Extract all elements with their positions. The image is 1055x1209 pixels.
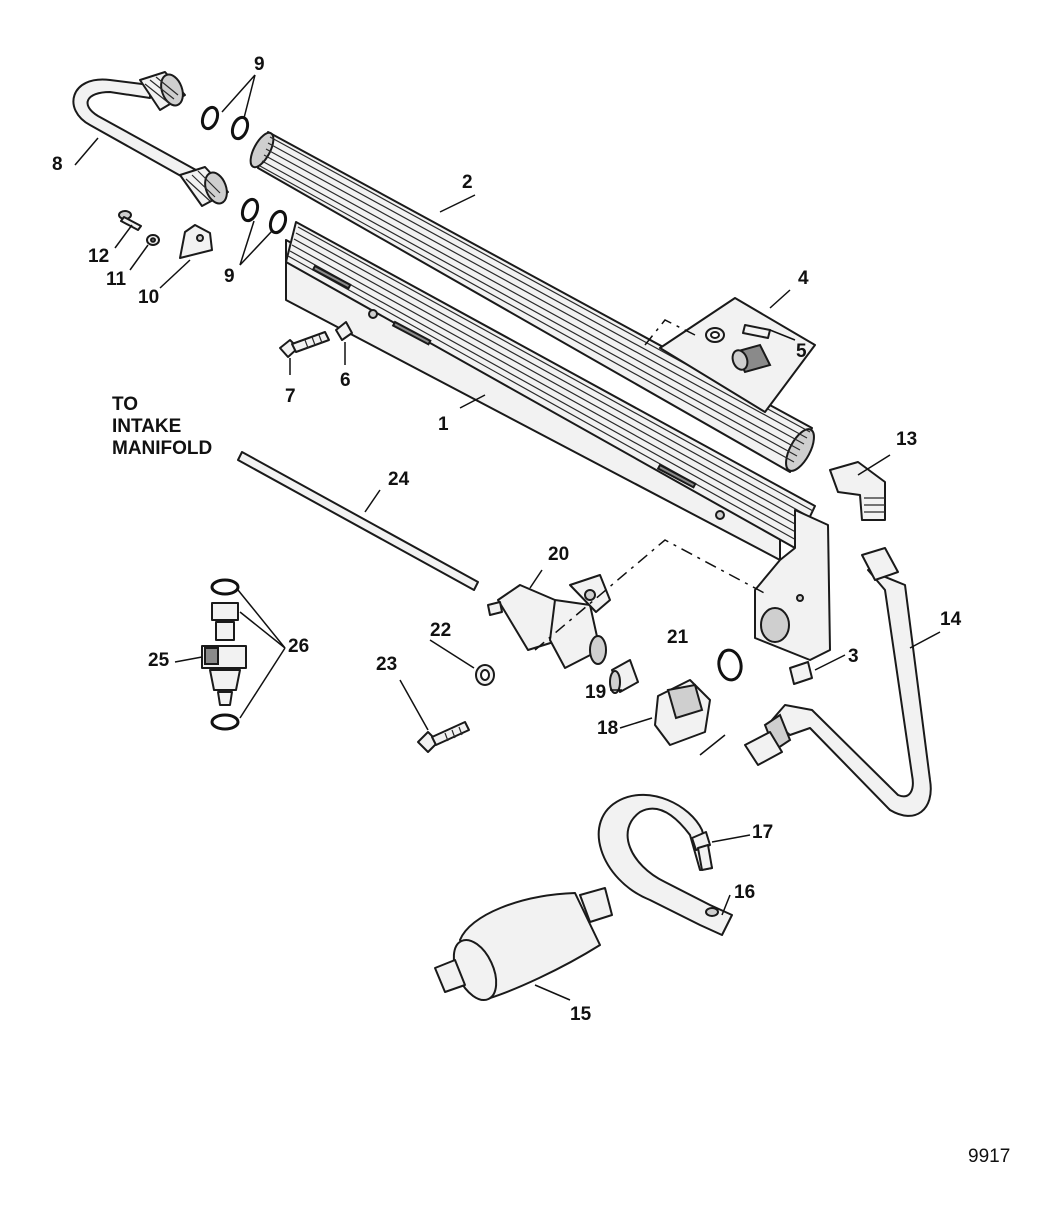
filter-clamp (597, 793, 733, 936)
washer-regulator (475, 664, 495, 686)
callout-11: 11 (106, 269, 127, 290)
plug-fitting (789, 661, 813, 685)
fuel-injector (201, 578, 247, 731)
leader-lines (74, 74, 941, 1001)
callout-3: 3 (848, 646, 859, 667)
o-ring-regulator (717, 648, 743, 682)
callout-4: 4 (798, 268, 809, 289)
callout-17: 17 (752, 822, 773, 843)
bolt-regulator (417, 721, 470, 753)
schrader-valve-kit (659, 297, 816, 413)
callout-13: 13 (896, 429, 917, 450)
crossover-tube (72, 71, 229, 207)
screw-small (118, 210, 142, 231)
nut (335, 321, 353, 341)
o-rings-lower (240, 197, 288, 235)
callout-24: 24 (388, 469, 410, 490)
callout-6: 6 (340, 370, 351, 391)
fuel-rail-upper (249, 131, 815, 473)
fuel-filter (434, 887, 613, 1001)
callout-14: 14 (940, 609, 962, 630)
vacuum-hose (237, 451, 479, 591)
fuel-line (744, 547, 932, 817)
inlet-fitting (609, 659, 639, 694)
pressure-regulator (487, 574, 611, 669)
callout-2: 2 (462, 172, 473, 193)
callout-16: 16 (734, 882, 755, 903)
callout-20: 20 (548, 544, 569, 565)
note-line-2: INTAKE (112, 416, 181, 437)
callout-12: 12 (88, 246, 109, 267)
intake-manifold-note: TO INTAKE MANIFOLD (112, 394, 212, 459)
callout-9-lower: 9 (224, 266, 235, 287)
callout-8: 8 (52, 154, 63, 175)
callout-18: 18 (597, 718, 618, 739)
figure-number: 9917 (968, 1146, 1010, 1167)
washer-small (146, 234, 160, 246)
reference-line-regulator (534, 539, 769, 651)
fuel-rail-lower (285, 221, 831, 661)
callout-22: 22 (430, 620, 451, 641)
callout-26: 26 (288, 636, 309, 657)
callout-15: 15 (570, 1004, 592, 1025)
callout-7: 7 (285, 386, 296, 407)
callout-25: 25 (148, 650, 170, 671)
clamp-bolt (691, 831, 713, 871)
callout-23: 23 (376, 654, 397, 675)
note-line-3: MANIFOLD (112, 438, 212, 459)
note-line-1: TO (112, 394, 138, 415)
o-rings-upper (200, 105, 250, 141)
callout-5: 5 (796, 341, 807, 362)
callout-19: 19 (585, 682, 606, 703)
callout-1: 1 (438, 414, 449, 435)
callout-9-upper: 9 (254, 54, 265, 75)
callout-labels: 9 8 2 12 11 10 9 4 5 7 6 1 13 24 20 14 2… (52, 54, 962, 1025)
filter-cap (654, 679, 711, 746)
callout-10: 10 (138, 287, 159, 308)
elbow-fitting (829, 461, 886, 521)
reference-line-valve (644, 319, 696, 346)
bolt (279, 331, 330, 358)
bracket (179, 224, 213, 259)
callout-21: 21 (667, 627, 689, 648)
